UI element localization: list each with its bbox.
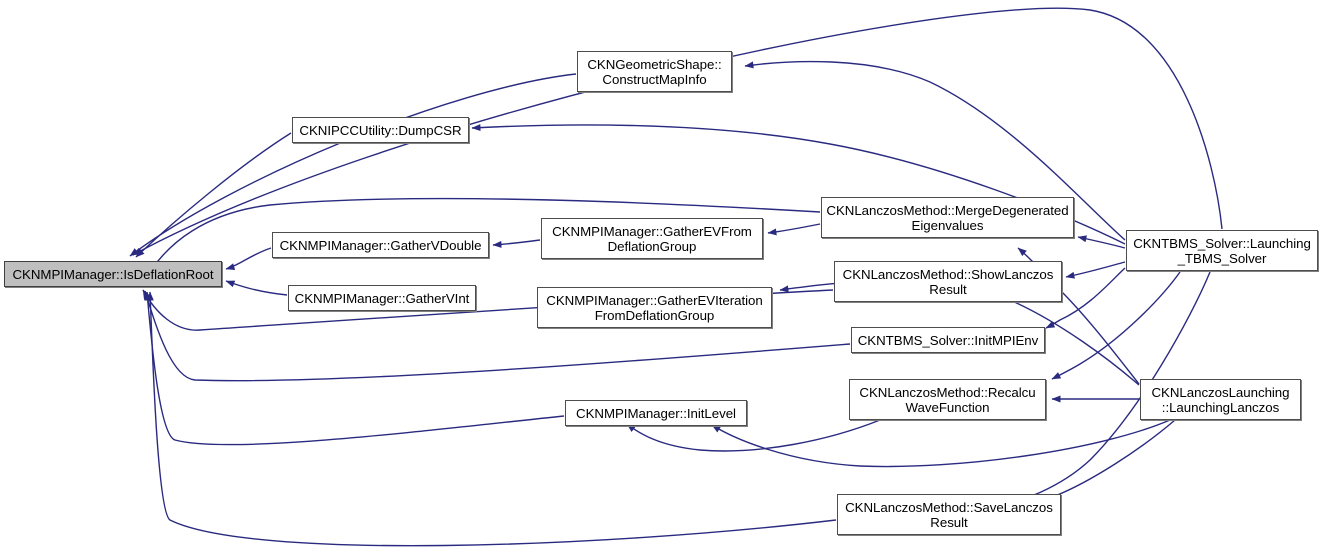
node-label-show-lanczos-result: CKNLanczosMethod::ShowLanczos Result [842,266,1054,297]
node-is-deflation-root[interactable]: CKNMPIManager::IsDeflationRoot [4,261,222,287]
node-save-lanczos-result[interactable]: CKNLanczosMethod::SaveLanczos Result [837,494,1061,535]
node-label-gather-ev-from-deflation-group: CKNMPIManager::GatherEVFrom DeflationGro… [552,223,752,254]
edge-dump-csr-to-is-deflation-root [135,132,292,258]
node-label-gather-ev-iteration-from-deflation-group: CKNMPIManager::GatherEVIteration FromDef… [546,292,763,323]
node-label-construct-map-info: CKNGeometricShape:: ConstructMapInfo [587,56,722,87]
node-launching-lanczos[interactable]: CKNLanczosLaunching ::LaunchingLanczos [1140,379,1301,420]
edge-merge-degenerated-to-is-deflation-root [140,197,821,288]
node-construct-map-info[interactable]: CKNGeometricShape:: ConstructMapInfo [577,51,732,92]
edge-merge-degenerated-to-gather-ev-from [767,223,821,236]
edge-recalcu-wave-function-to-init-level [626,419,881,452]
node-label-init-level: CKNMPIManager::InitLevel [576,405,736,421]
node-label-gather-v-int: CKNMPIManager::GatherVInt [294,290,470,306]
node-label-launching-tbms-solver: CKNTBMS_Solver::Launching _TBMS_Solver [1133,235,1311,266]
node-label-is-deflation-root: CKNMPIManager::IsDeflationRoot [12,266,214,282]
node-label-save-lanczos-result: CKNLanczosMethod::SaveLanczos Result [845,499,1053,530]
node-label-dump-csr: CKNIPCCUtility::DumpCSR [299,122,462,138]
node-label-init-mpi-env: CKNTBMS_Solver::InitMPIEnv [857,332,1039,348]
node-merge-degenerated-eigenvalues[interactable]: CKNLanczosMethod::MergeDegenerated Eigen… [821,197,1074,238]
node-gather-v-double[interactable]: CKNMPIManager::GatherVDouble [272,232,489,258]
node-show-lanczos-result[interactable]: CKNLanczosMethod::ShowLanczos Result [834,261,1062,302]
node-label-launching-lanczos: CKNLanczosLaunching ::LaunchingLanczos [1151,384,1290,415]
node-launching-tbms-solver[interactable]: CKNTBMS_Solver::Launching _TBMS_Solver [1126,230,1318,271]
edge-launching-tbms-to-recalcu-wave-function [1051,271,1181,380]
node-init-mpi-env[interactable]: CKNTBMS_Solver::InitMPIEnv [851,327,1045,353]
edge-launching-lanczos-to-init-level [711,419,1171,468]
edge-gather-ev-from-to-gather-v-double [492,239,541,248]
edge-launching-tbms-to-merge-degenerated [1077,235,1126,249]
edge-save-lanczos-result-to-is-deflation-root [146,291,837,547]
edge-launching-tbms-to-construct-map-info [744,60,1126,241]
node-init-level[interactable]: CKNMPIManager::InitLevel [565,400,747,426]
edge-init-level-to-is-deflation-root [144,291,565,446]
node-dump-csr[interactable]: CKNIPCCUtility::DumpCSR [292,117,469,143]
node-recalcu-wave-function[interactable]: CKNLanczosMethod::Recalcu WaveFunction [849,379,1046,420]
edge-launching-tbms-to-show-lanczos-result [1065,261,1126,279]
node-label-recalcu-wave-function: CKNLanczosMethod::Recalcu WaveFunction [859,384,1036,415]
edge-gather-v-int-to-is-deflation-root [225,280,288,296]
node-gather-v-int[interactable]: CKNMPIManager::GatherVInt [288,285,476,311]
node-label-merge-degenerated-eigenvalues: CKNLanczosMethod::MergeDegenerated Eigen… [826,202,1069,233]
node-gather-ev-from-deflation-group[interactable]: CKNMPIManager::GatherEVFrom DeflationGro… [541,218,763,259]
edge-init-mpi-env-to-is-deflation-root [144,290,851,382]
edge-launching-tbms-to-init-mpi-env [1045,267,1126,329]
edge-launching-tbms-to-is-deflation-root [132,7,1223,256]
edge-gather-v-double-to-is-deflation-root [225,247,272,271]
node-label-gather-v-double: CKNMPIManager::GatherVDouble [279,237,482,253]
node-gather-ev-iteration-from-deflation-group[interactable]: CKNMPIManager::GatherEVIteration FromDef… [537,287,772,328]
